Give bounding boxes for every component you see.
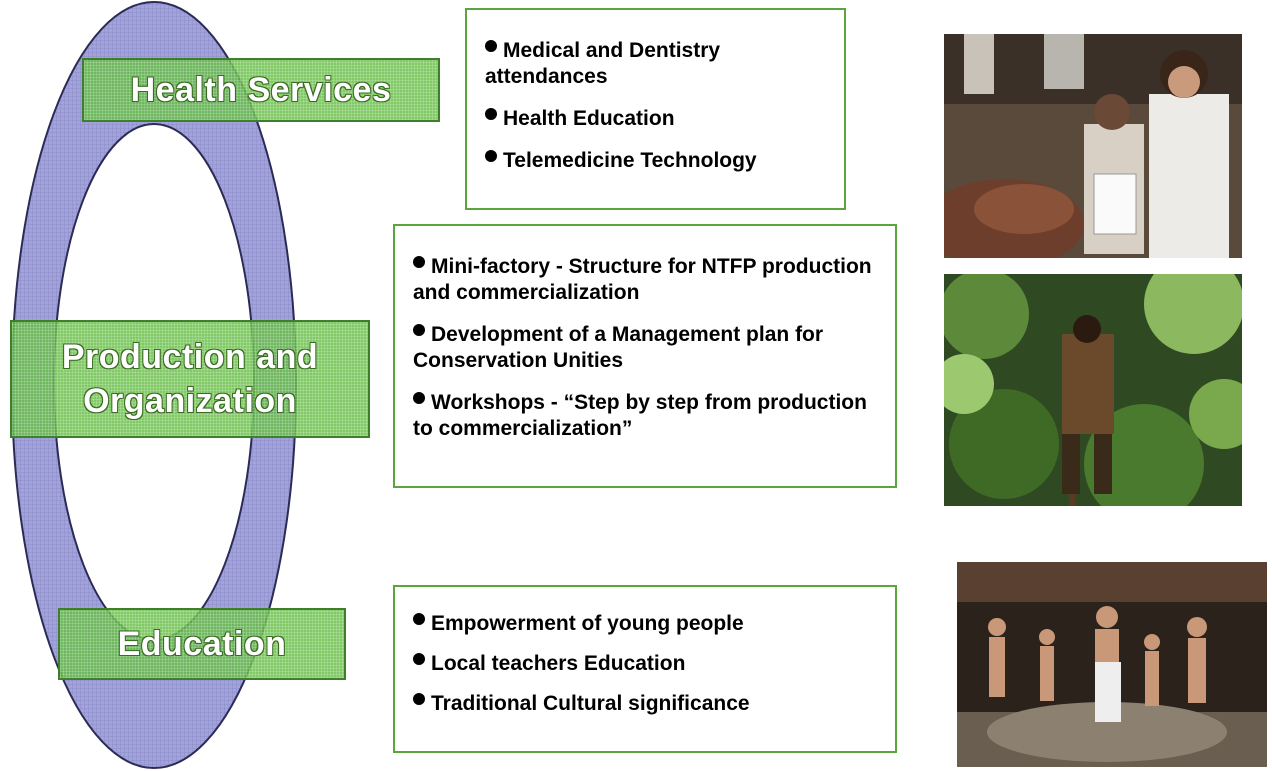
production-item: Mini-factory - Structure for NTFP produc… <box>413 255 872 304</box>
bullet-icon <box>413 693 425 705</box>
dance-photo <box>957 562 1267 767</box>
health-item: Telemedicine Technology <box>485 148 828 174</box>
education-item: Local teachers Education <box>413 651 879 677</box>
bullet-icon <box>413 613 425 625</box>
education-label: Education <box>58 608 346 680</box>
bullet-icon <box>485 150 497 162</box>
bullet-icon <box>413 392 425 404</box>
bullet-icon <box>413 324 425 336</box>
bullet-icon <box>485 108 497 120</box>
health-items-box: Medical and Dentistry attendances Health… <box>465 8 846 210</box>
production-label-line1: Production and <box>61 338 319 376</box>
health-photo <box>944 34 1242 258</box>
production-item: Workshops - “Step by step from productio… <box>413 391 867 440</box>
production-items-box: Mini-factory - Structure for NTFP produc… <box>393 224 897 488</box>
forest-photo <box>944 274 1242 506</box>
health-item: Health Education <box>485 106 828 132</box>
education-item: Empowerment of young people <box>413 611 879 637</box>
production-label-line2: Organization <box>83 382 297 420</box>
bullet-icon <box>413 256 425 268</box>
education-item: Traditional Cultural significance <box>413 691 879 717</box>
bullet-icon <box>485 40 497 52</box>
education-items-box: Empowerment of young people Local teache… <box>393 585 897 753</box>
health-services-label: Health Services <box>82 58 440 122</box>
health-item: Medical and Dentistry attendances <box>485 39 721 88</box>
production-organization-label: Production and Organization <box>10 320 370 438</box>
bullet-icon <box>413 653 425 665</box>
production-item: Development of a Management plan for Con… <box>413 323 824 372</box>
